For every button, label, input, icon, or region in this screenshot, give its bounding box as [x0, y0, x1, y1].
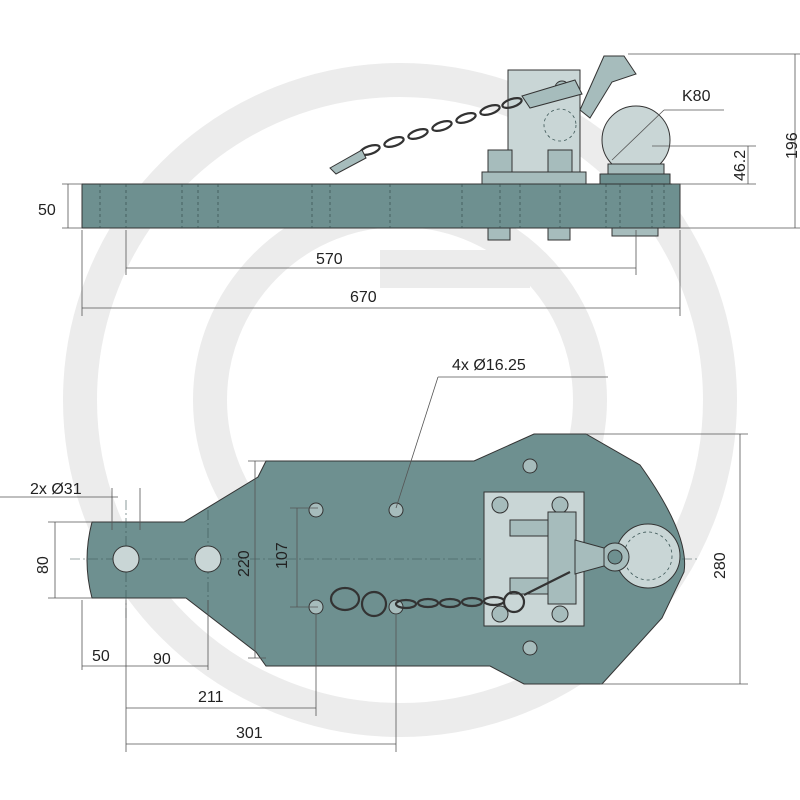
dim-tongue-width: 80: [35, 556, 52, 574]
dim-thickness: 50: [38, 202, 56, 219]
dim-eye-hole-spacing: 90: [153, 651, 171, 668]
dim-hole-pitch-vertical: 107: [274, 542, 291, 569]
side-chain: [329, 96, 523, 175]
coupling-ball: [599, 105, 671, 237]
eye-hole: [194, 545, 222, 573]
dim-mounting-holes: 4x Ø16.25: [452, 357, 526, 374]
side-view-bar: [81, 183, 681, 229]
dim-to-first-mount-hole: 211: [198, 689, 224, 706]
side-view: 50 570 670 196 46.2 K80: [38, 53, 800, 316]
eye-hole: [112, 545, 140, 573]
dim-total-height: 196: [784, 132, 800, 159]
top-chain: [329, 571, 571, 618]
mounting-hole: [308, 502, 324, 518]
top-view: 2x Ø31 80 220 107 280 50 90 211 301 4x Ø…: [0, 357, 748, 752]
mounting-hole: [388, 502, 404, 518]
dim-mid-width: 220: [236, 550, 253, 577]
label-ball-size: K80: [682, 88, 711, 105]
dim-ball-height: 46.2: [732, 150, 749, 181]
locking-lever: [579, 55, 637, 119]
dim-hole-spacing: 570: [316, 251, 343, 268]
dim-eye-holes: 2x Ø31: [30, 481, 82, 498]
dim-first-hole-offset: 50: [92, 648, 110, 665]
dim-max-width: 280: [712, 552, 729, 579]
dim-to-second-mount-hole: 301: [236, 725, 263, 742]
dim-overall-length: 670: [350, 289, 377, 306]
